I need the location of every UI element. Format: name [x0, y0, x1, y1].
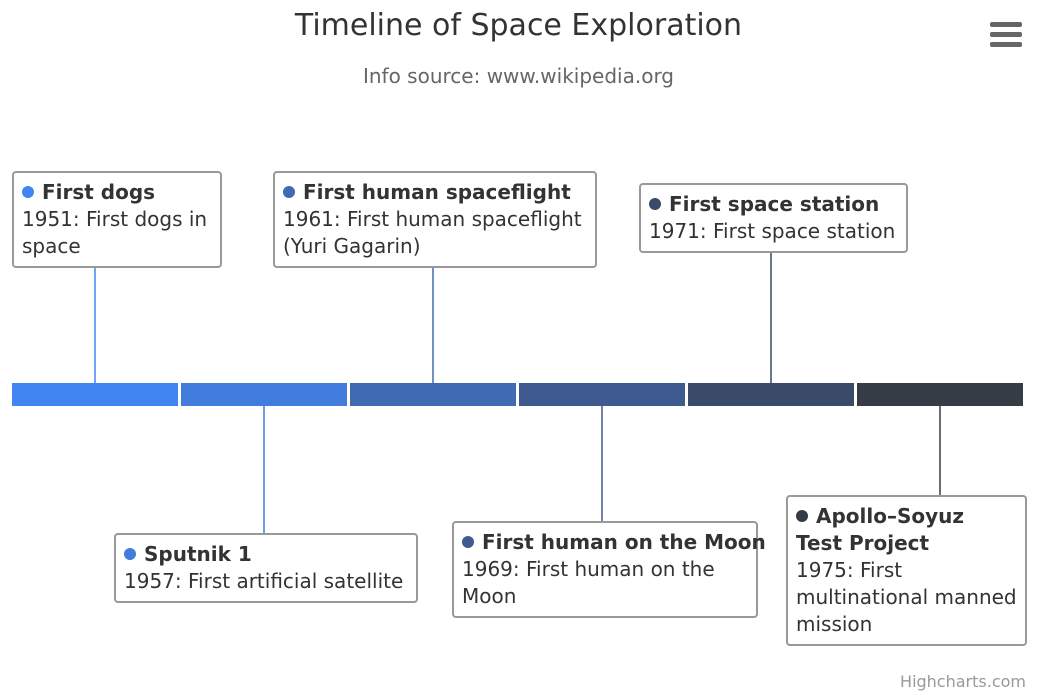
timeline-label-name: First space station [649, 191, 898, 218]
timeline-label-name: Sputnik 1 [124, 541, 408, 568]
timeline-label[interactable]: Sputnik 1 1957: First artificial satellit… [114, 533, 418, 603]
timeline-point-name: First human spaceflight [303, 180, 571, 204]
timeline-label-name: Apollo–Soyuz Test Project [796, 503, 1017, 557]
timeline-point-description: 1961: First human spaceflight (Yuri Gaga… [283, 207, 582, 258]
series-dot-icon [283, 186, 295, 198]
highcharts-credits[interactable]: Highcharts.com [900, 672, 1026, 691]
hamburger-menu-icon[interactable] [990, 22, 1022, 48]
chart-subtitle: Info source: www.wikipedia.org [362, 64, 675, 88]
timeline-point-description: 1969: First human on the Moon [462, 557, 715, 608]
series-dot-icon [796, 510, 808, 522]
timeline-point-name: First dogs [42, 180, 156, 204]
timeline-label-name: First dogs [22, 179, 212, 206]
timeline-point-name: Apollo–Soyuz Test Project [796, 504, 965, 555]
timeline-point-name: First human on the Moon [482, 530, 766, 554]
timeline-segment[interactable] [688, 383, 854, 406]
timeline-point-name: First space station [669, 192, 880, 216]
timeline-label[interactable]: First space station 1971: First space sta… [639, 183, 908, 253]
timeline-label[interactable]: First dogs 1951: First dogs in space [12, 171, 222, 268]
series-dot-icon [22, 186, 34, 198]
chart-title: Timeline of Space Exploration [294, 8, 743, 43]
timeline-label-name: First human spaceflight [283, 179, 587, 206]
series-dot-icon [462, 536, 474, 548]
timeline-point-description: 1951: First dogs in space [22, 207, 208, 258]
timeline-label-name: First human on the Moon [462, 529, 766, 556]
series-dot-icon [124, 548, 136, 560]
timeline-label[interactable]: First human spaceflight 1961: First human… [273, 171, 597, 268]
timeline-segment[interactable] [181, 383, 347, 406]
timeline-segment[interactable] [519, 383, 685, 406]
timeline-label[interactable]: First human on the Moon 1969: First human… [452, 521, 766, 618]
timeline-segment[interactable] [350, 383, 516, 406]
timeline-point-description: 1971: First space station [649, 219, 896, 243]
timeline-segment[interactable] [12, 383, 178, 406]
timeline-point-name: Sputnik 1 [144, 542, 252, 566]
timeline-segment[interactable] [857, 383, 1023, 406]
series-dot-icon [649, 198, 661, 210]
timeline-point-description: 1957: First artificial satellite [124, 569, 404, 593]
timeline-point-description: 1975: First multinational manned mission [796, 558, 1017, 636]
